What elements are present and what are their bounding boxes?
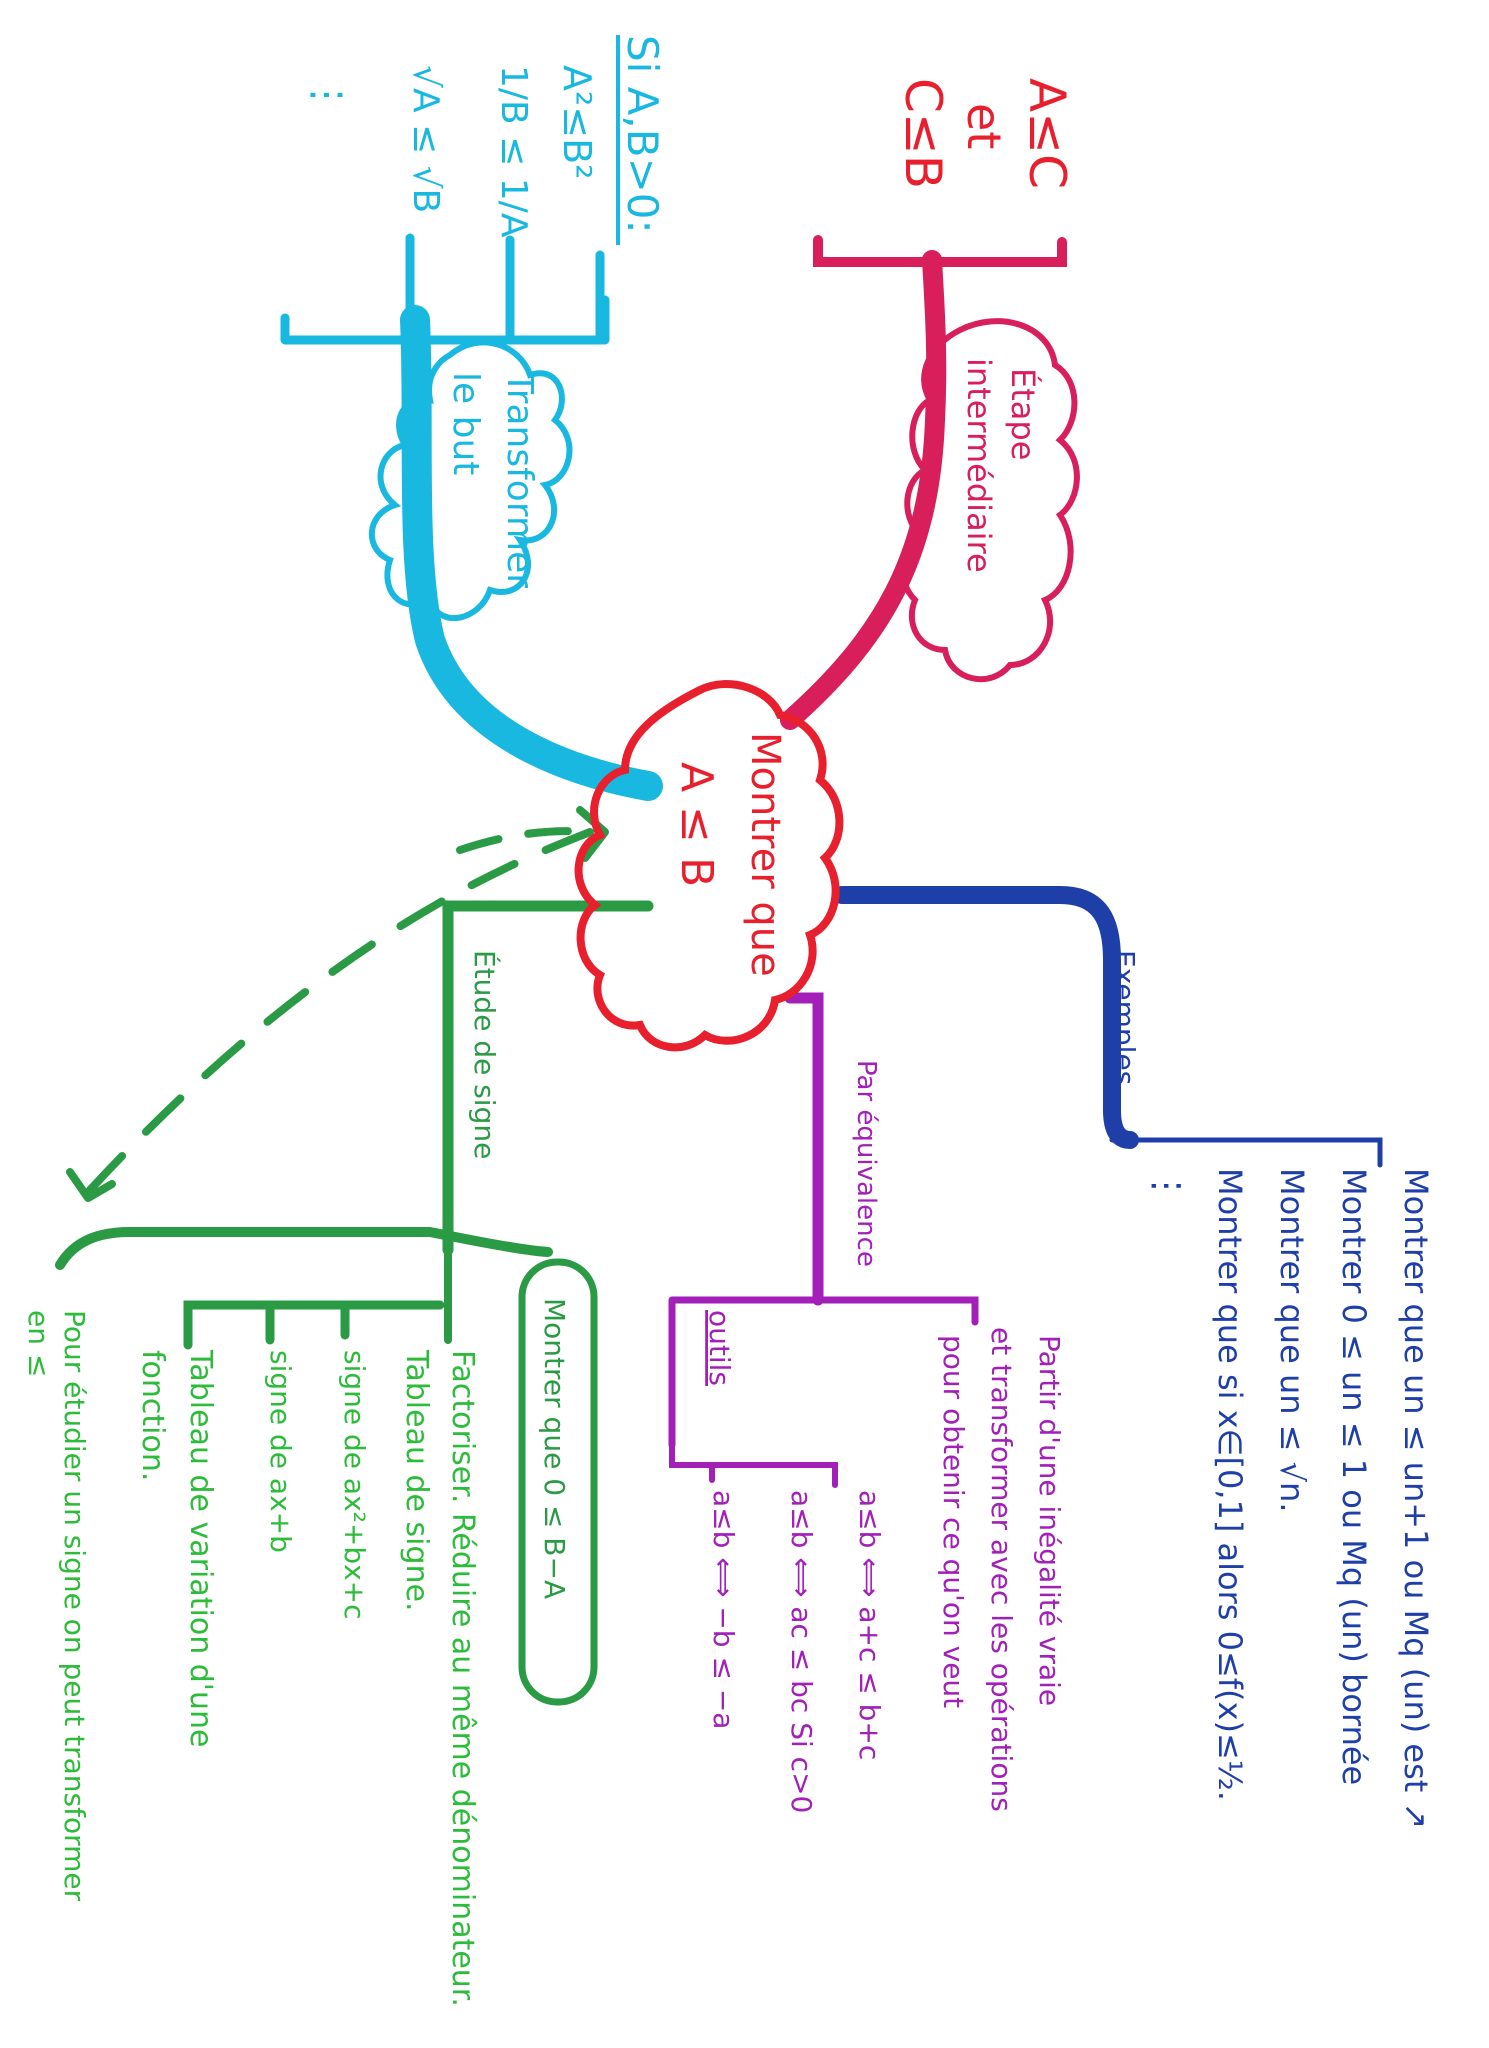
sign-line-4: signe de ax+b (264, 1350, 297, 1553)
reasoning-bracket (668, 1296, 979, 1449)
intermediate-cloud (899, 318, 1080, 683)
transform-label-2: le but (445, 372, 486, 475)
intermediate-cond-1: A≤C (1018, 78, 1076, 189)
sign-branch: Étude de signe Montrer que 0 ≤ B−A Facto… (22, 806, 654, 2007)
example-item-4: Montrer que si x∈[0,1] alors 0≤f(x)≤½. (1211, 1168, 1249, 1801)
transform-branch: Transformer le but Si A,B>0: A²≤B² 1/B ≤… (280, 35, 667, 801)
sign-note-1: Pour étudier un signe on peut transforme… (58, 1310, 91, 1902)
intermediate-branch: Étape intermédiaire A≤C et C≤B (780, 78, 1080, 730)
sign-line-1: Factoriser. Réduire au même dénominateur… (445, 1350, 480, 2007)
reasoning-desc-2: et transformer avec les opérations (985, 1327, 1018, 1812)
intermediate-bracket (813, 235, 1067, 285)
reasoning-connector (784, 992, 824, 1306)
examples-label: Exemples (1108, 950, 1141, 1085)
sign-box (518, 1258, 598, 1706)
example-item-5: ⋮ (1146, 1168, 1187, 1204)
center-title-1: Montrer que (742, 732, 788, 977)
sign-sub-bracket (183, 1300, 445, 1350)
reasoning-tool-2: a≤b ⟺ ac ≤ bc Si c>0 (785, 1490, 818, 1813)
center-title-2: A ≤ B (671, 762, 722, 887)
dashed-arrow-head-top (576, 806, 609, 862)
sign-note-2: en ≤ (22, 1310, 55, 1377)
reasoning-label: Par équivalence (851, 1060, 881, 1267)
transform-rule-2: 1/B ≤ 1/A (493, 65, 534, 238)
transform-cloud (368, 339, 573, 621)
transform-label-1: Transformer (499, 371, 540, 588)
intermediate-label-1: Étape (1004, 368, 1042, 460)
sign-line-3: signe de ax²+bx+c (338, 1350, 371, 1620)
dashed-arrow (86, 828, 594, 1194)
transform-rule-3: √A ≤ √B (405, 65, 446, 213)
sign-connector (442, 900, 654, 1256)
intermediate-cond-3: C≤B (894, 78, 952, 189)
reasoning-branch: Par équivalence Partir d'une inégalité v… (668, 992, 1066, 1813)
sign-box-text: Montrer que 0 ≤ B−A (538, 1298, 571, 1599)
example-item-3: Montrer que un ≤ √n. (1273, 1168, 1311, 1513)
reasoning-tool-1: a≤b ⟺ a+c ≤ b+c (853, 1490, 886, 1760)
center-cloud (574, 680, 844, 1052)
center-node: Montrer que A ≤ B (574, 680, 844, 1052)
transform-connector (400, 305, 663, 801)
outils-bracket (669, 1442, 838, 1488)
intermediate-label-2: intermédiaire (960, 358, 998, 573)
examples-bracket (1109, 1137, 1383, 1168)
examples-branch: Exemples Montrer que un ≤ un+1 ou Mq (un… (833, 886, 1435, 1829)
sign-line-5: Tableau de variation d'une (183, 1349, 218, 1748)
reasoning-desc-1: Partir d'une inégalité vraie (1033, 1335, 1066, 1706)
reasoning-desc-3: pour obtenir ce qu'on veut (937, 1335, 970, 1708)
dashed-arrow-top (456, 827, 599, 854)
transform-header: Si A,B>0: (618, 35, 667, 234)
sign-bracket (55, 1227, 553, 1270)
sign-line-6: fonction. (135, 1350, 170, 1481)
transform-rule-4: ⋮ (304, 75, 350, 115)
transform-rule-1: A²≤B² (555, 65, 599, 179)
intermediate-cond-2: et (957, 103, 1011, 149)
transform-bracket (280, 233, 610, 345)
example-item-2: Montrer 0 ≤ un ≤ 1 ou Mq (un) bornée (1335, 1168, 1373, 1785)
dashed-arrow-head-bottom (66, 1168, 116, 1202)
examples-connector (833, 886, 1139, 1149)
intermediate-connector (780, 250, 947, 730)
sign-line-2: Tableau de signe. (399, 1349, 434, 1612)
sign-label: Étude de signe (468, 950, 502, 1159)
reasoning-tool-3: a≤b ⟺ −b ≤ −a (707, 1490, 740, 1729)
outils-label: outils (703, 1310, 736, 1386)
example-item-1: Montrer que un ≤ un+1 ou Mq (un) est ↗ (1397, 1168, 1435, 1829)
